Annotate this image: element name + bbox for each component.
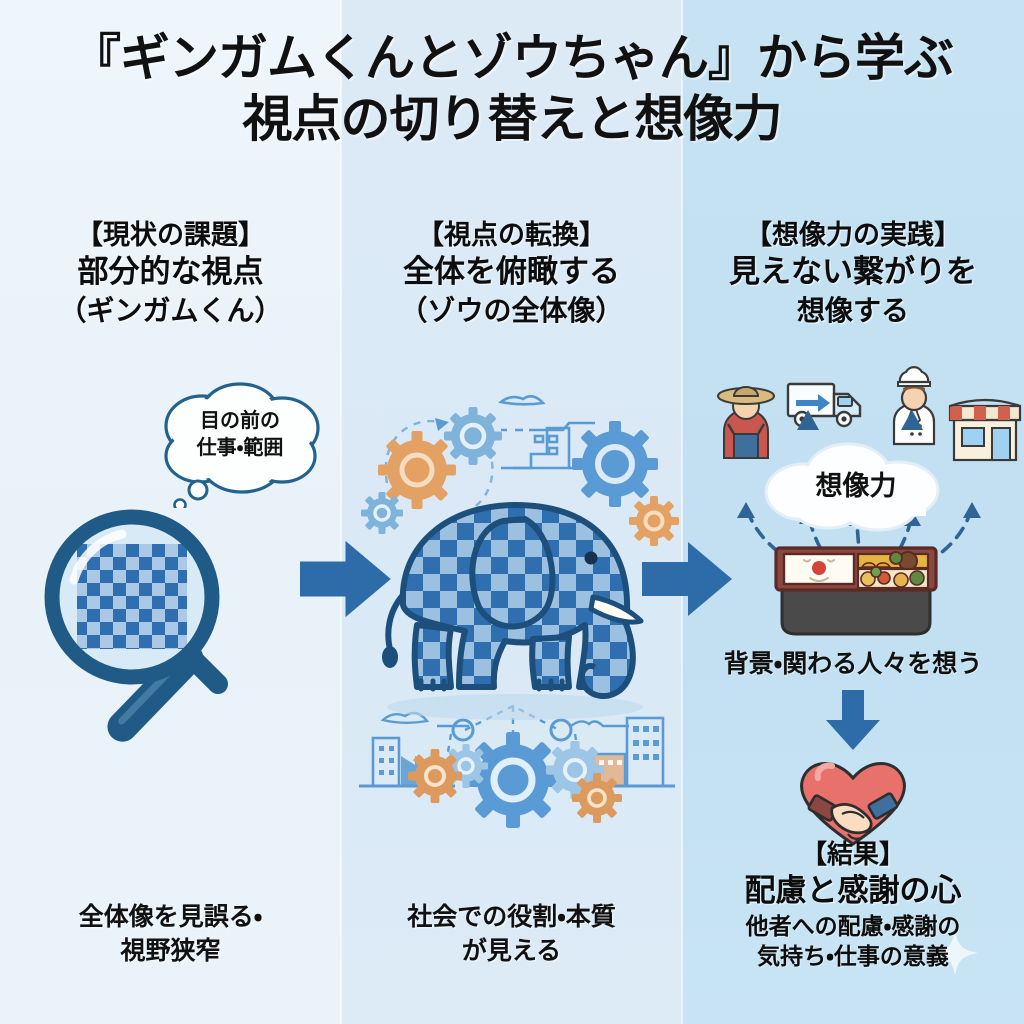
column-2-heading: 全体を俯瞰する [403,254,620,289]
column-1-bracket: 【現状の課題】 [76,220,265,250]
chef-icon [892,366,936,446]
magnifier-gingham-icon [22,492,302,782]
column-1-footer: 全体像を見誤る・ 視野狭窄 [8,900,333,968]
gear-icon [408,749,462,803]
column-2-footer-line-1: 社会での役割・本質 [407,903,616,931]
imagination-cloud: 想像力 [756,440,956,532]
title-line-2: 視点の切り替えと想像力 [242,91,783,147]
actor-arrows [682,398,1024,458]
result-sub-line-1: 他者への配慮・感謝の [745,913,961,939]
column-divider-1 [340,0,342,1024]
column-1-footer-line-2: 視野狭窄 [120,937,221,965]
result-heading: 配慮と感謝の心 [744,873,962,908]
column-2-footer-line-2: が見える [461,937,562,965]
column-1-footer-line-1: 全体像を見誤る・ [78,903,263,931]
thought-bubble: 目の前の 仕事・範囲 [140,378,340,508]
thought-bubble-line-1: 目の前の [200,410,280,432]
column-divider-2 [681,0,683,1024]
column-1-heading: 部分的な視点 [77,254,264,289]
imagination-cloud-label: 想像力 [815,471,897,501]
thought-bubble-line-2: 仕事・範囲 [196,437,284,459]
gear-icon [572,421,658,507]
farmer-icon [717,386,775,459]
column-1-header: 【現状の課題】 部分的な視点 （ギンガムくん） [6,218,335,330]
shop-icon [948,398,1022,462]
column-2-header: 【視点の転換】 全体を俯瞰する （ゾウの全体像） [347,218,676,330]
arrow-caption-to-result [822,690,884,752]
gear-icon [629,496,679,546]
gears-skyline-decor [349,388,679,558]
title-line-1: 『ギンガムくんとゾウちゃん』から学ぶ [71,30,954,86]
column-3-heading: 見えない繋がりを [729,254,977,289]
heart-handshake-icon [790,752,916,848]
column-3-caption: 背景・関わる人々を想う [723,650,983,678]
column-3-subheading: 想像する [796,295,909,326]
truck-icon [786,382,862,428]
column-3-header: 【想像力の実践】 見えない繋がりを 想像する [688,218,1018,330]
gear-icon [378,431,456,509]
page-title: 『ギンガムくんとゾウちゃん』から学ぶ 視点の切り替えと想像力 [0,28,1024,150]
gear-icon [361,492,403,534]
column-1: 【現状の課題】 部分的な視点 （ギンガムくん） [0,0,341,1024]
column-2-footer: 社会での役割・本質 が見える [349,900,674,968]
network-decor [347,698,677,848]
actor-icons-row [682,366,1024,471]
column-2-bracket: 【視点の転換】 [417,220,606,250]
arrow-col1-to-col2 [300,540,392,618]
arrow-col2-to-col3 [642,540,734,618]
column-2: 【視点の転換】 全体を俯瞰する （ゾウの全体像） [341,0,682,1024]
column-3-result: 【結果】 配慮と感謝の心 他者への配慮・感謝の 気持ち・仕事の意義 [688,838,1018,971]
bento-box-icon [770,528,942,646]
result-bracket: 【結果】 [800,839,905,869]
sparkle-icon [932,930,978,976]
column-3: 【想像力の実践】 見えない繋がりを 想像する [682,0,1024,1024]
gingham-elephant-icon [355,455,675,725]
column-3-bracket: 【想像力の実践】 [745,220,961,250]
gear-icon [444,407,502,465]
gear-icon [572,773,622,823]
result-sub-line-2: 気持ち・仕事の意義 [757,943,949,969]
column-2-subheading: （ゾウの全体像） [399,295,624,326]
column-1-subheading: （ギンガムくん） [58,295,283,326]
column-1-background [0,0,341,1024]
